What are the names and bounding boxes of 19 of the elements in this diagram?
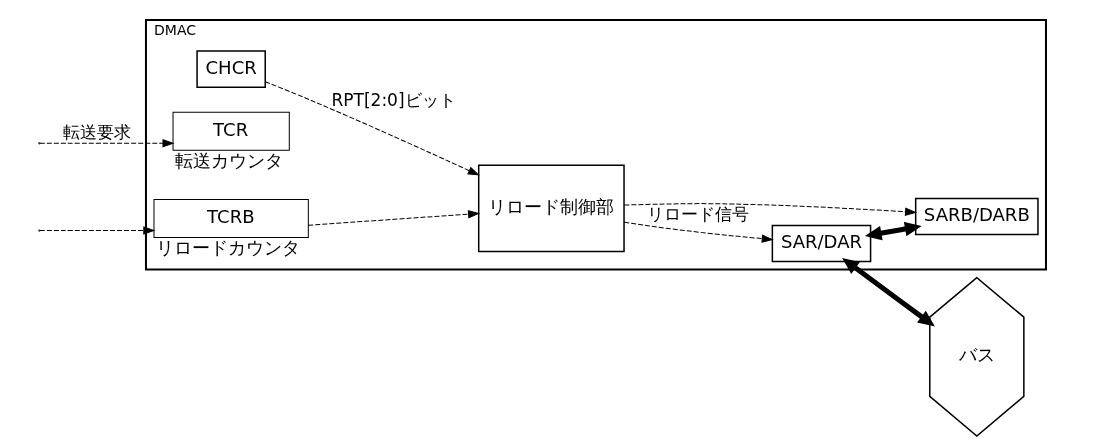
- edge-label: RPT[2:0]ビット: [331, 89, 456, 110]
- node-box: リロード制御部: [477, 164, 625, 253]
- arrow: [623, 221, 773, 243]
- arrow: [39, 226, 155, 235]
- node-box: SARB/DARB: [914, 197, 1039, 236]
- arrow: [307, 210, 480, 226]
- edge-label: リロード信号: [647, 204, 750, 225]
- node-box: CHCR: [196, 50, 266, 88]
- node-label: 転送カウンタ: [175, 149, 284, 171]
- node-box: TCRB: [153, 198, 309, 239]
- arrow: [842, 258, 935, 327]
- node-label: リロードカウンタ: [155, 236, 300, 258]
- arrow: [864, 221, 922, 241]
- edge-label: 転送要求: [62, 121, 131, 142]
- arrow: [264, 81, 479, 176]
- arrow: [39, 139, 174, 148]
- node-box: TCR: [172, 111, 290, 151]
- arrow: [623, 203, 917, 216]
- node-box: SAR/DAR: [771, 224, 872, 263]
